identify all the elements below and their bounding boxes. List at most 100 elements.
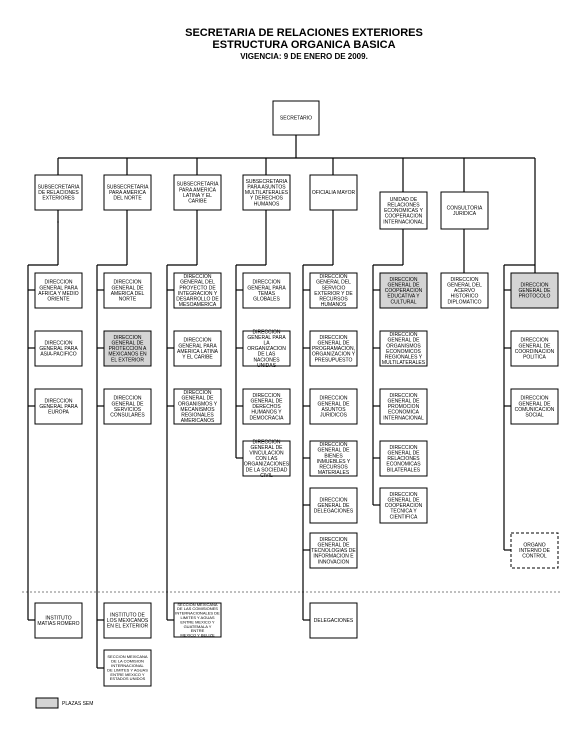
org-unit-label-line: INMUEBLES Y — [317, 459, 351, 465]
org-unit-label-line: EDUCATIVA Y — [387, 294, 420, 300]
org-unit-label-line: ORGANIZACION — [247, 346, 286, 352]
org-unit-secretario: SECRETARIO — [272, 100, 320, 136]
org-unit-frame — [173, 388, 222, 425]
org-unit-label-line: GENERAL DE — [518, 343, 551, 349]
org-unit-label-line: BILATERALES — [387, 467, 421, 473]
title-line-2: ESTRUCTURA ORGANICA BASICA — [212, 39, 395, 51]
org-unit-label-line: GENERAL DE — [250, 398, 283, 404]
org-unit-frame — [103, 649, 152, 687]
org-unit-label-line: DIRECCION — [44, 340, 72, 346]
org-unit-label-line: PROGRAMACION, — [312, 346, 355, 352]
org-unit-label-line: TEMAS — [258, 291, 276, 297]
org-unit-label-line: GENERAL DEL — [316, 280, 351, 286]
org-unit-label-line: ASUNTOS — [321, 407, 346, 413]
org-unit-label-line: TECNOLOGIAS DE — [311, 548, 356, 554]
org-unit-frame — [309, 487, 358, 524]
org-unit-label-line: ECONOMICOS — [386, 349, 421, 355]
org-unit-label-line: SECCION MEXICANA — [177, 602, 218, 607]
org-unit-label-line: DEL NORTE — [113, 196, 142, 202]
org-unit-frame — [309, 330, 358, 367]
org-unit-oficialia: OFICIALIA MAYOR — [309, 174, 358, 211]
org-unit-label-line: ORGANISMOS Y — [178, 401, 218, 407]
org-unit-label-line: CONTROL — [522, 554, 547, 560]
org-unit-label-line: GENERAL DE — [317, 340, 350, 346]
org-unit-label-line: COORDINACION — [515, 349, 555, 355]
org-unit-label-line: TECNICA Y — [390, 509, 417, 515]
org-unit-label-line: SECRETARIO — [280, 116, 312, 122]
org-unit-label-line: DE RELACIONES — [38, 190, 79, 196]
org-unit-delegaciones: DELEGACIONES — [309, 602, 358, 639]
org-unit-label-line: DIRECCION — [183, 338, 211, 344]
org-unit-label-line: NORTE — [119, 296, 137, 302]
org-unit-frame — [309, 602, 358, 639]
org-unit-frame — [173, 602, 222, 638]
org-unit-label-line: GENERAL DE — [387, 497, 420, 503]
org-unit-label-line: SOCIAL — [525, 412, 544, 418]
org-unit-label-line: DIRECCION — [520, 282, 548, 288]
org-unit-label-line: ECONOMICAS — [386, 462, 421, 468]
org-unit-label-line: PROTECCION A — [109, 346, 147, 352]
org-unit-label-line: HISTORICO — [451, 294, 479, 300]
org-unit-frame — [173, 330, 222, 367]
org-unit-label-line: MEXICO Y BELIZE — [180, 633, 215, 638]
org-unit-label-line: LATINA Y EL — [183, 193, 212, 199]
org-unit-label-line: BIENES — [324, 453, 343, 459]
org-unit-label-line: DIRECCION — [252, 393, 280, 399]
org-unit-frame — [34, 174, 83, 211]
org-unit-label-line: PROTOCOLO — [519, 294, 551, 300]
org-unit-label-line: GENERAL DE — [181, 396, 214, 402]
org-unit-frame — [34, 388, 83, 425]
org-unit-label-line: GENERAL DE — [111, 340, 144, 346]
org-unit-label-line: EL EXTERIOR — [111, 357, 144, 363]
org-unit-label-line: ACERVO — [454, 288, 475, 294]
org-unit-label-line: REGIONALES — [181, 412, 214, 418]
org-unit-label-line: JURIDICOS — [320, 412, 348, 418]
org-unit-frame — [242, 440, 291, 477]
org-unit-label-line: RELACIONES — [387, 456, 420, 462]
org-unit-label-line: DIRECCION — [319, 274, 347, 280]
org-unit-label-line: DIRECCION — [389, 277, 417, 283]
org-unit-frame — [510, 272, 559, 309]
org-unit-label-line: MESOAMERICA — [179, 302, 217, 308]
org-unit-label-line: RELACIONES — [387, 202, 420, 208]
org-unit-frame — [34, 602, 83, 639]
legend-label: PLAZAS SEM — [62, 701, 93, 707]
org-unit-label-line: DIRECCION — [183, 274, 211, 280]
org-unit-label-line: GENERAL PARA — [39, 346, 78, 352]
org-unit-frame — [309, 532, 358, 569]
org-unit-label-line: PRESUPUESTO — [315, 357, 353, 363]
org-unit-label-line: GENERAL PARA — [39, 404, 78, 410]
org-unit-label-line: CIENTIFICA — [390, 514, 418, 520]
org-unit-label-line: SERVICIOS — [114, 407, 142, 413]
org-unit-label-line: COOPERACION — [385, 214, 423, 220]
org-unit-label-line: DIRECCION — [44, 280, 72, 286]
org-unit-frame — [510, 330, 559, 367]
org-unit-label-line: SERVICIO — [322, 285, 346, 291]
org-unit-label-line: Y EL CARIBE — [182, 354, 213, 360]
org-unit-frame — [440, 272, 489, 309]
org-unit-frame — [103, 174, 152, 211]
org-unit-label-line: AFRICA Y MEDIO — [38, 291, 78, 297]
org-unit-label-line: DIRECCION — [252, 439, 280, 445]
org-unit-label-line: GENERAL DE — [518, 401, 551, 407]
org-unit-label-line: MATIAS ROMERO — [37, 621, 79, 627]
